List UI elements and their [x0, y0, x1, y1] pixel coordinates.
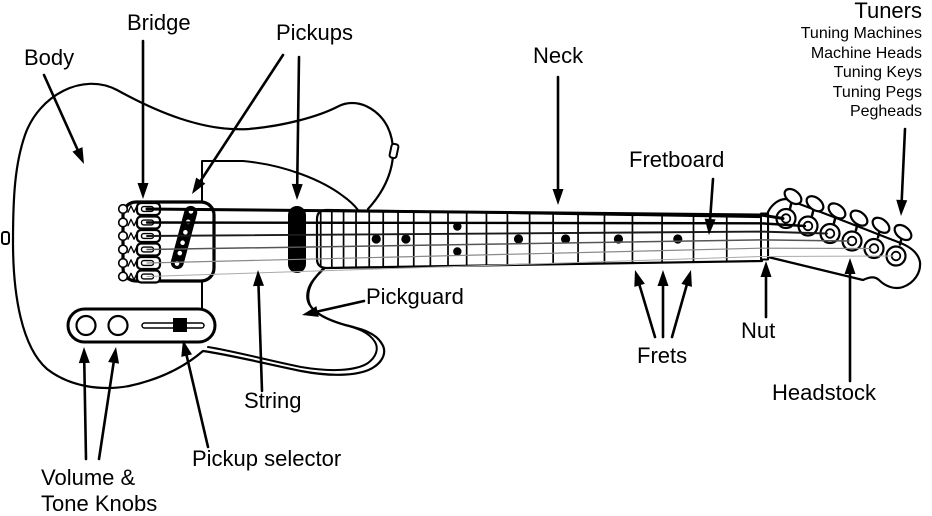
- inlay-dot: [613, 234, 624, 244]
- tuners-synonym: Tuning Keys: [833, 64, 922, 81]
- label-arrow: [97, 347, 120, 461]
- volume-tone-line2: Tone Knobs: [41, 491, 158, 516]
- pole-piece: [177, 250, 183, 256]
- nut-label: Nut: [741, 318, 776, 343]
- nut-shape: [760, 212, 769, 261]
- string-line: [146, 255, 894, 277]
- annotation-arrows: [42, 39, 908, 461]
- pole-piece: [183, 229, 188, 235]
- label-arrow: [291, 55, 303, 200]
- volume-tone-knobs-label: Volume &Tone Knobs: [41, 465, 157, 516]
- frets-label: Frets: [637, 343, 688, 368]
- body-label: Body: [24, 45, 75, 70]
- string-line: [145, 207, 785, 220]
- volume-tone-line1: Volume &: [41, 465, 136, 490]
- inlay-dot: [561, 234, 571, 244]
- label-arrow: [634, 270, 657, 339]
- tuners-synonym: Machine Heads: [810, 44, 922, 62]
- inlay-dot: [401, 234, 411, 244]
- inlay-dot: [371, 234, 381, 244]
- label-arrow: [704, 177, 716, 235]
- bridge-ferrule: [117, 271, 129, 282]
- string-line: [146, 247, 872, 264]
- label-arrow: [253, 270, 265, 393]
- neck-pickup: [288, 206, 306, 273]
- string-line: [146, 230, 828, 237]
- neck-label: Neck: [533, 43, 584, 68]
- label-arrow: [552, 75, 564, 205]
- label-arrow: [181, 340, 210, 449]
- bridge-ferrule: [117, 203, 129, 215]
- label-arrow: [192, 53, 285, 194]
- bridge-ferrule: [117, 257, 129, 269]
- fretboard-label: Fretboard: [629, 147, 725, 172]
- bridge-ferrule: [117, 217, 129, 228]
- inlay-dot-12b: [453, 247, 462, 256]
- tuner-button: [893, 223, 913, 242]
- label-arrow: [896, 127, 908, 216]
- bridge-label: Bridge: [127, 10, 191, 35]
- label-arrow: [657, 270, 669, 339]
- tone-knob: [107, 314, 129, 337]
- label-arrow: [844, 258, 856, 383]
- pickup-selector-label: Pickup selector: [192, 446, 342, 471]
- headstock-label: Headstock: [772, 380, 876, 405]
- tuners-title: Tuners: [854, 0, 922, 23]
- pole-piece: [180, 240, 185, 246]
- label-arrow: [42, 73, 84, 164]
- label-arrow: [137, 39, 149, 199]
- label-arrow: [302, 299, 366, 317]
- string-line: [145, 221, 807, 228]
- strap-button-side: [1, 231, 10, 245]
- inlay-dot: [673, 234, 683, 244]
- tuners-synonym: Tuning Pegs: [832, 83, 922, 101]
- tuner-button: [871, 216, 891, 234]
- tuners-synonym: Pegheads: [849, 103, 922, 120]
- bridge-ferrule: [117, 244, 129, 255]
- pickups-label: Pickups: [276, 20, 354, 45]
- inlay-dot: [513, 234, 524, 244]
- tuners-synonym: Tuning Machines: [800, 25, 922, 42]
- tuner-button: [827, 202, 847, 220]
- string-line: [146, 239, 850, 251]
- pickup-selector-handle: [173, 318, 187, 332]
- tuner-button: [805, 195, 825, 213]
- bridge-plate: [121, 200, 216, 283]
- string-label: String: [244, 388, 302, 413]
- label-arrow: [670, 270, 692, 339]
- bridge-saddles: [117, 201, 162, 284]
- tuner-button: [849, 209, 869, 227]
- pickguard-label: Pickguard: [366, 284, 464, 309]
- strings: [145, 207, 894, 277]
- inlay-dot-12a: [453, 222, 462, 231]
- strap-button-horn: [388, 142, 400, 160]
- tuner-button: [783, 187, 803, 206]
- bridge-ferrule: [117, 230, 129, 242]
- volume-knob: [75, 314, 97, 337]
- tuners-label-block: Tuners Tuning Machines Machine Heads Tun…: [801, 0, 922, 122]
- label-arrow: [78, 347, 90, 461]
- label-arrow: [760, 261, 772, 319]
